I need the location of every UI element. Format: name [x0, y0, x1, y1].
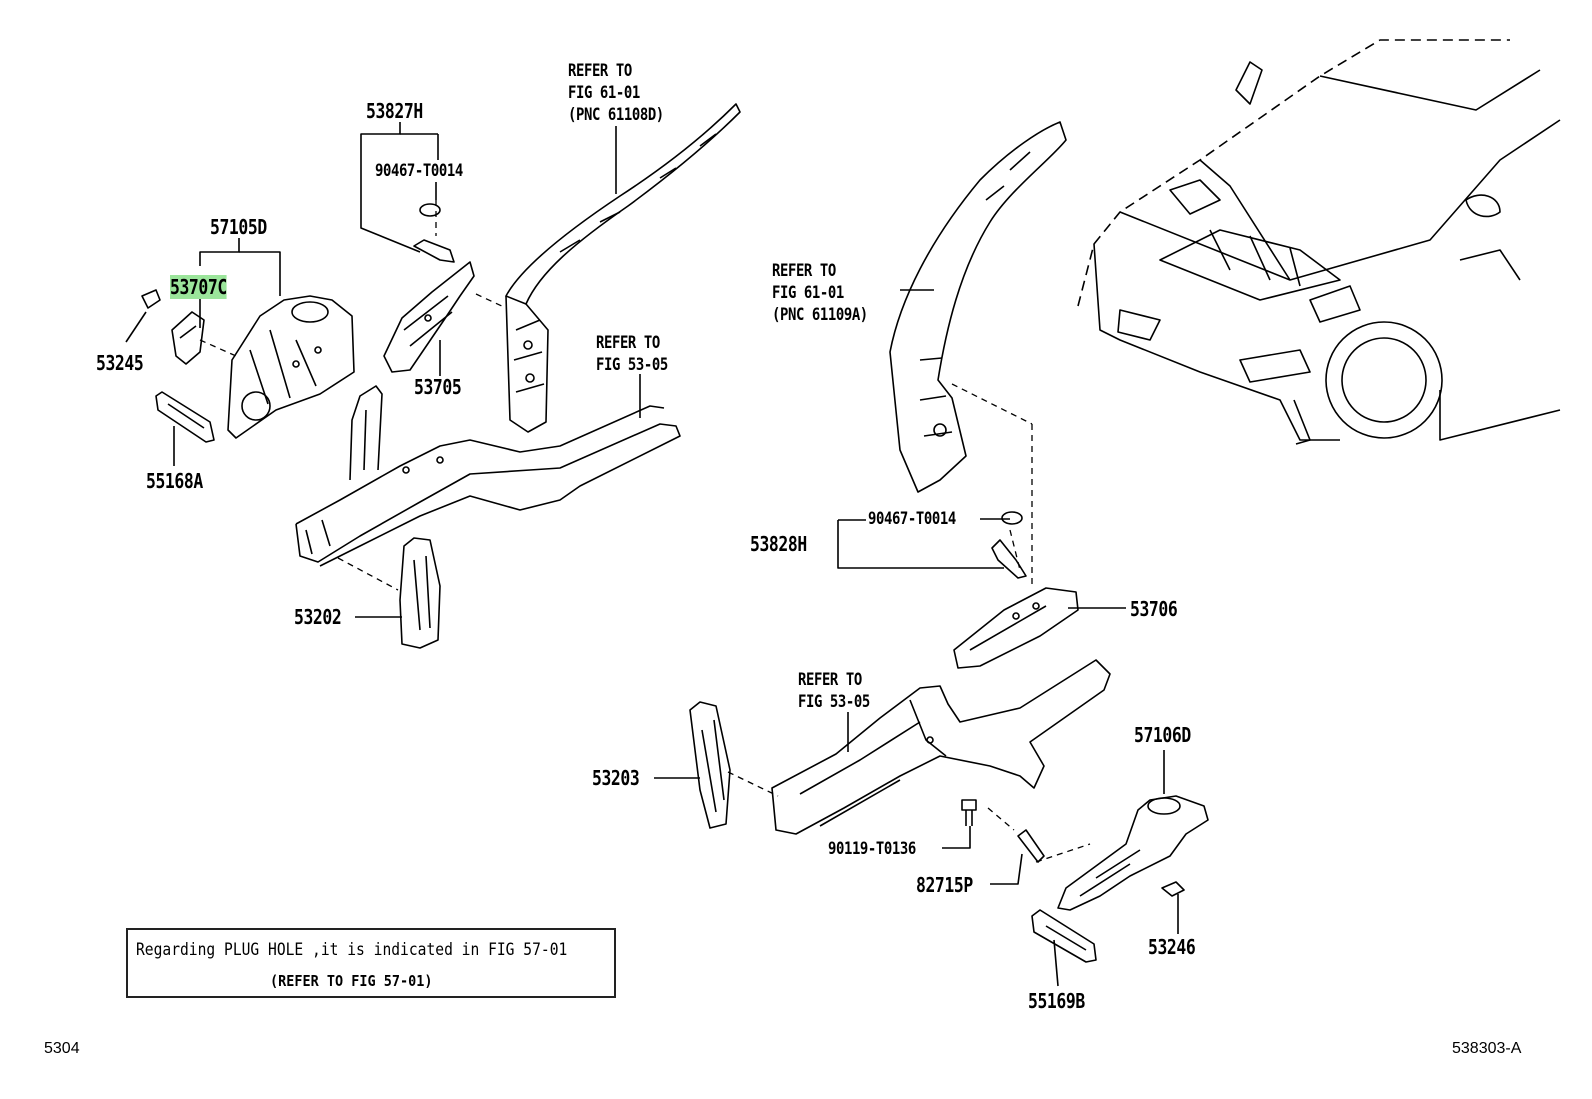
leader-lines — [125, 122, 1179, 987]
refer-fig-53-05-lower[interactable]: REFER TO FIG 53-05 — [798, 669, 870, 713]
part-53202 — [399, 537, 441, 649]
label-82715P[interactable]: 82715P — [916, 873, 973, 897]
right-side-member — [771, 659, 1111, 835]
label-53245[interactable]: 53245 — [96, 351, 144, 375]
refer-fig-53-05-upper[interactable]: REFER TO FIG 53-05 — [596, 332, 668, 376]
a-pillar-left — [505, 103, 741, 433]
part-53245 — [141, 289, 161, 309]
label-57105D[interactable]: 57105D — [210, 215, 267, 239]
part-90119 — [961, 799, 977, 826]
refer-line: REFER TO — [772, 261, 836, 281]
label-53706[interactable]: 53706 — [1130, 597, 1178, 621]
a-pillar-right — [889, 121, 1067, 493]
label-53828H[interactable]: 53828H — [750, 532, 807, 556]
part-53246 — [1161, 881, 1185, 897]
refer-line: REFER TO — [596, 333, 660, 353]
label-55169B[interactable]: 55169B — [1028, 989, 1085, 1013]
refer-fig-61-01-pnc-61108d[interactable]: REFER TO FIG 61-01 (PNC 61108D) — [568, 60, 664, 126]
part-53203 — [689, 701, 731, 829]
refer-line: REFER TO — [798, 670, 862, 690]
refer-line: FIG 61-01 — [772, 283, 844, 303]
label-53202[interactable]: 53202 — [294, 605, 342, 629]
note-text: Regarding PLUG HOLE ,it is indicated in … — [136, 940, 568, 960]
part-53828H — [991, 511, 1027, 579]
note-refer-link[interactable]: (REFER TO FIG 57-01) — [270, 972, 433, 990]
figure-number: 5304 — [44, 1040, 80, 1057]
label-53246[interactable]: 53246 — [1148, 935, 1196, 959]
part-57106D — [1057, 795, 1209, 911]
refer-line: REFER TO — [568, 61, 632, 81]
part-82715P — [1017, 829, 1045, 863]
label-90467-t0014-upper[interactable]: 90467-T0014 — [375, 161, 463, 181]
part-53707C — [171, 311, 205, 365]
clip-90467-top — [419, 203, 441, 217]
highlight-53707C: 53707C — [170, 275, 227, 299]
refer-line: FIG 61-01 — [568, 83, 640, 103]
part-53706 — [953, 587, 1079, 669]
label-90119-t0136[interactable]: 90119-T0136 — [828, 839, 916, 859]
label-53705[interactable]: 53705 — [414, 375, 462, 399]
label-53203[interactable]: 53203 — [592, 766, 640, 790]
label-55168A[interactable]: 55168A — [146, 469, 203, 493]
part-57105D — [227, 295, 355, 439]
label-53707C[interactable]: 53707C — [170, 275, 227, 299]
refer-line: (PNC 61109A) — [772, 305, 868, 325]
refer-line: FIG 53-05 — [596, 355, 668, 375]
refer-fig-61-01-pnc-61109a[interactable]: REFER TO FIG 61-01 (PNC 61109A) — [772, 260, 868, 326]
label-57106D[interactable]: 57106D — [1134, 723, 1191, 747]
left-side-member — [295, 385, 681, 567]
part-53705 — [383, 239, 475, 373]
refer-line: (PNC 61108D) — [568, 105, 664, 125]
vehicle-sketch — [1077, 39, 1561, 445]
illustration-code: 538303-A — [1452, 1040, 1522, 1057]
dashed-lines — [199, 200, 1091, 863]
part-55168A — [155, 391, 215, 443]
part-55169B — [1031, 909, 1097, 963]
label-53827H[interactable]: 53827H — [366, 99, 423, 123]
plug-hole-note: Regarding PLUG HOLE ,it is indicated in … — [126, 928, 616, 998]
refer-line: FIG 53-05 — [798, 692, 870, 712]
label-90467-t0014-lower[interactable]: 90467-T0014 — [868, 509, 956, 529]
